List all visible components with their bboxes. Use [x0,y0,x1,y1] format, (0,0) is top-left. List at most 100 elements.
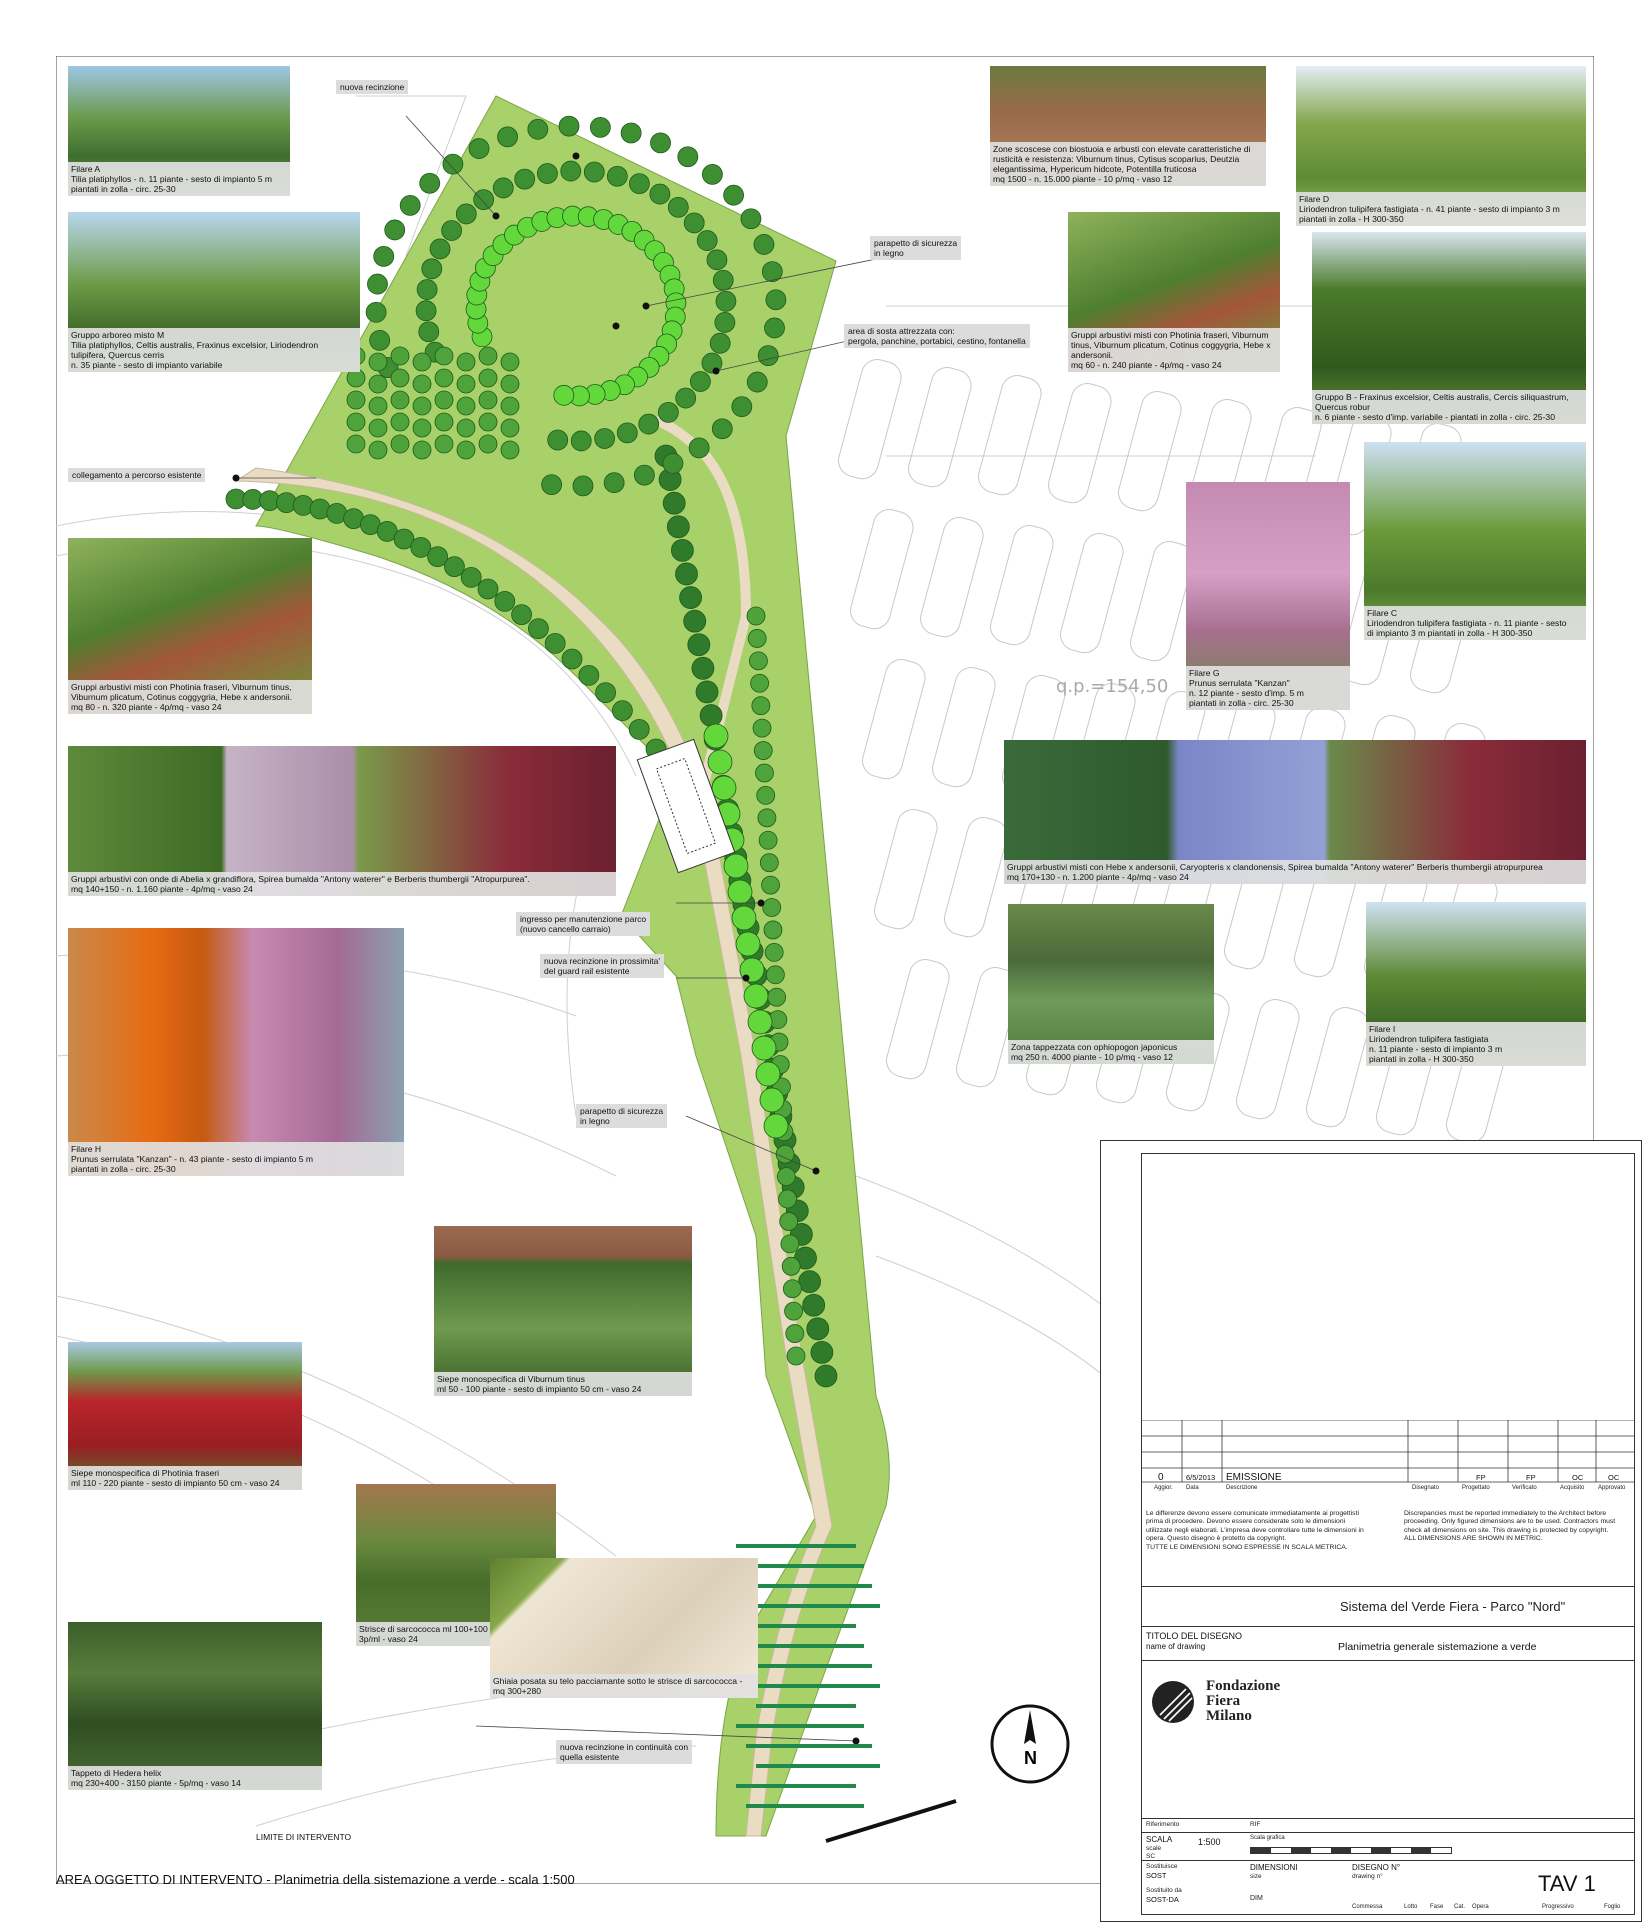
sostda-value: SOST-DA [1146,1895,1179,1904]
tree-symbol [456,396,476,416]
caption: Zona tappezzata con ophiopogon japonicus… [1008,1040,1214,1064]
tree-symbol [547,429,569,451]
tree-symbol [346,412,366,432]
notes-italian: Le differenze devono essere comunicate i… [1146,1510,1376,1552]
leader-dots [232,152,860,1745]
tree-symbol [473,189,495,211]
tree-symbol [740,208,762,230]
title-block: 0 6/5/2013 EMISSIONE FP FP OC OC Aggior.… [1100,1140,1642,1922]
tree-symbol [634,464,655,486]
parking-stall [1118,391,1182,512]
caption-line: andersonii. [1071,350,1114,360]
caption-line: Gruppi arbustivi misti con Photinia fras… [71,682,292,692]
tree-symbol [711,775,737,801]
tree-symbol [759,1087,785,1113]
tree-symbol [368,374,388,394]
parking-stall [862,659,926,780]
parking-stall [908,367,972,488]
drawing-name-label-en: name of drawing [1146,1642,1206,1651]
tree-symbol [390,390,410,410]
tree-symbol [536,163,558,184]
note-line: Discrepancies must be reported immediate… [1404,1510,1607,1517]
parking-stall [956,967,1020,1088]
label-recinzione-cont: nuova recinzione in continuità con quell… [556,1740,693,1764]
tree-symbol [418,321,440,343]
tree-symbol [662,491,686,515]
tree-symbol [560,160,582,182]
caption-line: Tilia platiphyllos, Celtis australis, Fr… [71,340,319,350]
caption-line: mq 230+400 - 3150 piante - 5p/mq - vaso … [71,1778,241,1788]
tree-symbol [527,618,549,639]
tree-symbol [553,384,575,406]
parking-stall [1060,533,1124,654]
note-line: proceeding. Only figured dimensions are … [1404,1518,1616,1526]
tree-symbol [735,931,761,957]
drawing-title-bottom: AREA OGGETTO DI INTERVENTO - Planimetria… [56,1872,575,1887]
caption-line: Filare G [1189,668,1220,678]
logo-line: Milano [1206,1708,1252,1724]
caption-line: elegantissima, Hypericum hidcote, Potent… [993,164,1197,174]
tree-symbol [749,651,768,671]
caption-line: Siepe monospecifica di Photinia fraseri [71,1468,220,1478]
tree-symbol [662,453,684,474]
tree-symbol [346,390,366,410]
caption-line: mq 1500 - n. 15.000 piante - 10 p/mq - v… [993,174,1173,184]
parking-stall [886,959,950,1080]
tree-symbol [683,609,707,633]
tree-symbol [434,368,454,388]
label-line: pergola, panchine, portabici, cestino, f… [848,336,1026,346]
quota-label: q.p.=154,50 [1056,676,1169,697]
tree-symbol [753,741,773,760]
caption-line: Filare C [1367,608,1398,618]
logo-line: Fiera [1206,1693,1241,1709]
leader-dot [742,974,750,982]
parking-stall [1306,1007,1370,1128]
tree-symbol [500,396,520,416]
tree-symbol [691,656,715,680]
photo-arbustivi-1: Gruppi arbustivi misti con Photinia fras… [68,538,312,714]
tree-symbol [412,418,432,438]
photo-ophiopogon: Zona tappezzata con ophiopogon japonicus… [1008,904,1214,1064]
tree-symbol [715,290,737,312]
tree-symbol [434,346,454,366]
title-block-frame: 0 6/5/2013 EMISSIONE FP FP OC OC Aggior.… [1141,1153,1635,1915]
scala-row: SCALA scale SC 1:500 Scala grafica [1142,1832,1634,1861]
tree-symbol [666,515,690,539]
caption-line: di impianto 3 m piantati in zolla - H 30… [1367,628,1533,638]
tree-symbol [390,368,410,388]
label-ingresso: ingresso per manutenzione parco (nuovo c… [516,912,651,936]
tree-symbol [747,629,767,648]
tree-symbol [544,633,566,654]
label-line: area di sosta attrezzata con: [848,326,955,336]
tree-symbol [761,261,783,283]
tree-symbol [701,163,723,185]
tree-symbol [763,920,783,940]
caption-line: Zone scoscese con biostuoia e arbusti co… [993,144,1251,154]
project-name: Sistema del Verde Fiera - Parco "Nord" [1340,1599,1566,1614]
tree-symbol [675,562,698,586]
tree-symbol [478,346,498,366]
rev-header: Acquisito [1560,1485,1585,1491]
leader-dot [852,1737,860,1745]
photo-scoscese: Zone scoscese con biostuoia e arbusti co… [990,66,1266,186]
tree-symbol [679,586,703,609]
parking-stall [990,525,1054,646]
project-row: Sistema del Verde Fiera - Parco "Nord" [1142,1586,1634,1627]
lawn-area [255,95,890,1837]
caption-line: ml 50 - 100 piante - sesto di impianto 5… [437,1384,642,1394]
tree-symbol [757,808,777,828]
rev-code: OC [1572,1473,1584,1482]
leader-dot [612,322,620,330]
tree-symbol [478,412,498,432]
tree-symbol [649,183,671,205]
tree-symbol [390,346,410,366]
tree-symbol [606,165,628,187]
tree-symbol [456,374,476,394]
tree-symbol [442,153,464,175]
